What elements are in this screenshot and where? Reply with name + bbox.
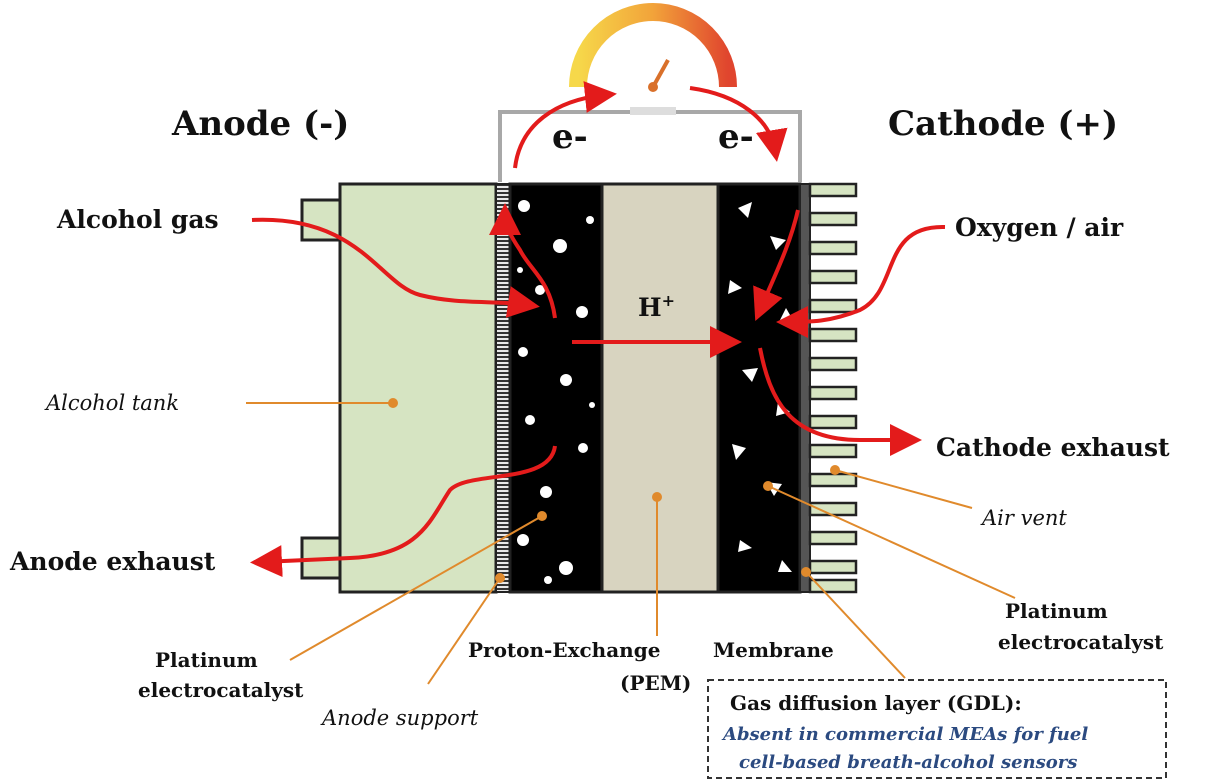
gdl-title: Gas diffusion layer (GDL): [730, 691, 1022, 715]
anode-electron-release-arrow [489, 203, 557, 319]
anode-catalyst-pores [517, 200, 595, 584]
pem-label-line2: (PEM) [620, 671, 691, 695]
gas-diffusion-layer [799, 183, 811, 593]
proton-label: H+ [638, 291, 675, 322]
pointer-platinum-right [767, 485, 1016, 599]
alcohol-tank [338, 182, 498, 594]
electron-label-left: e- [552, 117, 588, 157]
cathode-exhaust-label: Cathode exhaust [936, 433, 1170, 462]
gdl-note-line2: cell-based breath-alcohol sensors [739, 752, 1077, 773]
electron-arrow-left [513, 81, 617, 169]
gauge-icon [569, 3, 737, 115]
pointer-anode-support [427, 577, 501, 685]
anode-exhaust-label: Anode exhaust [9, 547, 216, 576]
platinum-left-label-line1: Platinum [155, 648, 258, 672]
anode-support-label: Anode support [320, 706, 479, 730]
oxygen-air-label: Oxygen / air [955, 213, 1124, 242]
platinum-right-label-line1: Platinum [1005, 599, 1108, 623]
pem-membrane-label: Membrane [713, 638, 834, 662]
pointer-air-vent [834, 469, 973, 509]
proton-exchange-membrane [600, 182, 720, 594]
oxygen-arrow [776, 224, 946, 338]
electron-arrow-right [689, 86, 788, 162]
air-vent-label: Air vent [980, 506, 1067, 530]
gdl-note-box [707, 679, 1167, 779]
anode-exhaust-arrow [250, 445, 557, 578]
platinum-left-label-line2: electrocatalyst [138, 678, 304, 702]
external-circuit-wire [498, 110, 802, 182]
cathode-title: Cathode (+) [888, 104, 1118, 144]
pointer-platinum-left [289, 515, 543, 661]
proton-symbol: H [638, 293, 662, 322]
anode-catalyst-layer [508, 182, 604, 594]
anode-title: Anode (-) [171, 104, 349, 144]
pem-label-line1: Proton-Exchange [468, 638, 660, 662]
anode-support [495, 183, 511, 593]
gdl-note-line1: Absent in commercial MEAs for fuel [721, 724, 1088, 745]
alcohol-gas-arrow [251, 217, 540, 318]
electron-label-right: e- [718, 117, 754, 157]
pointer-gdl [805, 571, 906, 679]
cathode-electron-arrow [753, 209, 800, 322]
cathode-exhaust-arrow [758, 347, 922, 456]
air-vent-fins [808, 182, 858, 594]
alcohol-tank-label: Alcohol tank [44, 391, 179, 415]
alcohol-gas-label: Alcohol gas [56, 205, 219, 234]
platinum-right-label-line2: electrocatalyst [998, 630, 1164, 654]
proton-charge: + [662, 291, 675, 310]
